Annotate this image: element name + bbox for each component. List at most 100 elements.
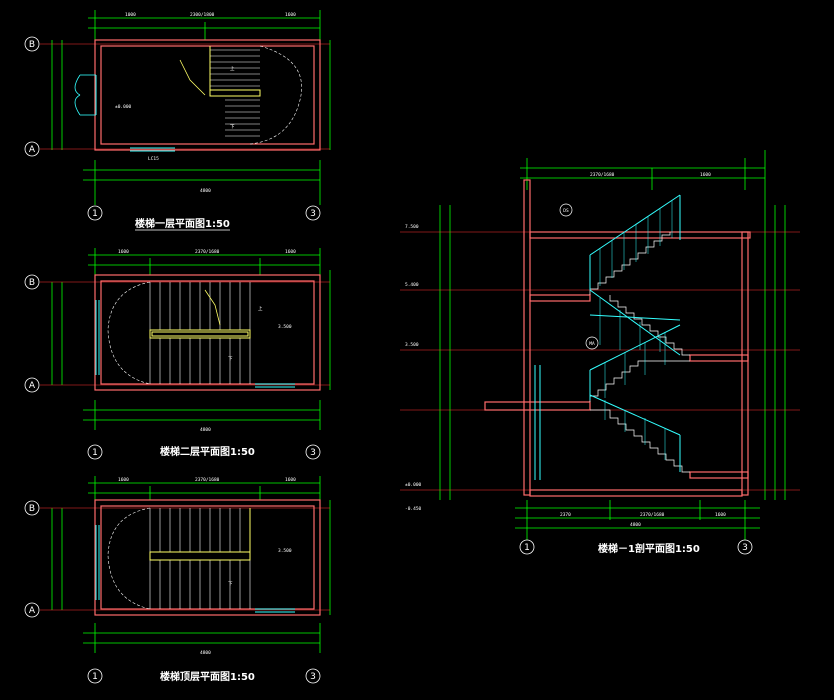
section-dim-bottom-1: 2370: [560, 512, 571, 518]
plan1-axis-lines: [40, 43, 330, 150]
plan2-handrail: [149, 329, 251, 339]
svg-text:A: A: [29, 606, 36, 616]
plan1-dimension-lines: [51, 10, 331, 205]
plan1-axis-bubble-1: 1: [87, 205, 103, 221]
plan2-stair-treads: [149, 282, 251, 384]
section-dim-bottom-3: 1600: [715, 512, 726, 518]
plan-top-floor: B A 1 3 1600 2370/1680 1600 4800 3.500 下…: [24, 476, 331, 684]
svg-text:1: 1: [92, 672, 98, 682]
plan3-title: 楼梯顶层平面图1:50: [160, 670, 255, 683]
plan3-elev: 3.500: [278, 548, 292, 554]
plan2-dim-bottom: 4800: [200, 427, 211, 433]
plan2-axis-bubble-a: A: [24, 377, 40, 393]
plan3-dim-top-1: 1600: [118, 477, 129, 483]
section-callout-ds: DS: [559, 203, 573, 217]
plan1-dim-top-1: 1000: [125, 12, 136, 18]
stair-section: DS MA 7.500 5.400 3.500 ±0.000 -0.450 23…: [400, 150, 800, 555]
plan1-axis-bubble-a: A: [24, 141, 40, 157]
section-axis-bubble-1: 1: [519, 539, 535, 555]
svg-text:1: 1: [92, 209, 98, 219]
plan1-dim-top-3: 1600: [285, 12, 296, 18]
plan2-walls: [94, 274, 321, 391]
plan3-curved-wall: [107, 507, 151, 610]
plan2-dimension-lines: [51, 248, 331, 430]
plan-second-floor: B A 1 3 1600 2370/1680 1600 4800 3.500 上…: [24, 248, 331, 460]
plan3-dimension-lines: [51, 476, 331, 653]
plan2-title: 楼梯二层平面图1:50: [160, 445, 255, 458]
section-level-5: -0.450: [405, 506, 422, 512]
plan1-down: 下: [230, 124, 235, 130]
plan1-window: [95, 75, 175, 152]
plan1-curved-wall: [249, 45, 302, 145]
section-dimension-lines: [439, 150, 786, 540]
plan2-elev: 3.500: [278, 324, 292, 330]
plan1-up: 上: [230, 65, 235, 72]
svg-text:MA: MA: [589, 341, 595, 347]
plan3-window: [95, 525, 295, 613]
plan3-down: 下: [228, 581, 233, 587]
plan3-stair-treads: [149, 508, 251, 609]
plan2-axis-bubble-3: 3: [305, 444, 321, 460]
plan2-up: 上: [258, 305, 263, 312]
section-dim-top-1: 2370/1680: [590, 172, 615, 178]
plan3-walls: [94, 499, 321, 616]
section-dim-bottom-2: 2370/1680: [640, 512, 665, 518]
svg-text:B: B: [29, 504, 35, 514]
plan2-down: 下: [228, 356, 233, 362]
section-callout-ma: MA: [585, 336, 599, 350]
section-stair-flights: [589, 232, 690, 473]
plan2-axis-lines: [40, 281, 330, 386]
plan2-window: [95, 300, 295, 388]
plan3-axis-bubble-b: B: [24, 500, 40, 516]
plan3-dim-bottom: 4800: [200, 650, 211, 656]
plan1-door: [74, 74, 96, 116]
section-dim-top-2: 1600: [700, 172, 711, 178]
plan1-window-tag: LC15: [148, 156, 159, 162]
plan2-direction-arrow: [204, 289, 221, 326]
svg-text:B: B: [29, 278, 35, 288]
plan1-dim-bottom: 4800: [200, 188, 211, 194]
plan3-axis-lines: [40, 507, 330, 611]
plan3-axis-bubble-1: 1: [87, 668, 103, 684]
plan2-axis-bubble-b: B: [24, 274, 40, 290]
svg-text:3: 3: [310, 672, 316, 682]
plan1-handrail: [209, 46, 261, 97]
section-title: 楼梯－1剖平面图1:50: [598, 542, 700, 555]
section-balusters: [599, 200, 673, 460]
svg-text:A: A: [29, 381, 36, 391]
plan3-axis-bubble-a: A: [24, 602, 40, 618]
plan1-elev: ±0.000: [115, 104, 132, 110]
plan3-dim-top-2: 2370/1680: [195, 477, 220, 483]
plan1-dim-top-2: 2300/1800: [190, 12, 215, 18]
svg-text:B: B: [29, 40, 35, 50]
svg-text:DS: DS: [563, 208, 569, 214]
plan2-dim-top-2: 2370/1680: [195, 249, 220, 255]
plan2-dim-top-3: 1600: [285, 249, 296, 255]
section-dim-total: 4800: [630, 522, 641, 528]
svg-text:1: 1: [92, 448, 98, 458]
plan1-stair-treads: [210, 49, 260, 137]
plan1-walls: [94, 39, 321, 151]
plan2-curved-wall: [107, 281, 151, 385]
section-level-1: 7.500: [405, 224, 419, 230]
plan1-axis-bubble-b: B: [24, 36, 40, 52]
svg-text:3: 3: [742, 543, 748, 553]
plan1-title: 楼梯一层平面图1:50: [135, 217, 230, 230]
plan-ground-floor: B A 1 3 1000 2300/1800 1600 4800 ±0.000 …: [24, 10, 331, 231]
svg-text:1: 1: [524, 543, 530, 553]
plan2-axis-bubble-1: 1: [87, 444, 103, 460]
plan1-direction-arrow: [179, 59, 206, 96]
svg-text:3: 3: [310, 209, 316, 219]
section-axis-bubble-3: 3: [737, 539, 753, 555]
section-level-2: 5.400: [405, 282, 419, 288]
plan1-axis-bubble-3: 3: [305, 205, 321, 221]
plan3-dim-top-3: 1600: [285, 477, 296, 483]
plan2-dim-top-1: 1600: [118, 249, 129, 255]
section-level-4: ±0.000: [405, 482, 422, 488]
svg-text:A: A: [29, 145, 36, 155]
section-walls: [484, 179, 751, 497]
plan3-axis-bubble-3: 3: [305, 668, 321, 684]
plan3-handrail: [149, 508, 251, 561]
section-level-3: 3.500: [405, 342, 419, 348]
svg-text:3: 3: [310, 448, 316, 458]
